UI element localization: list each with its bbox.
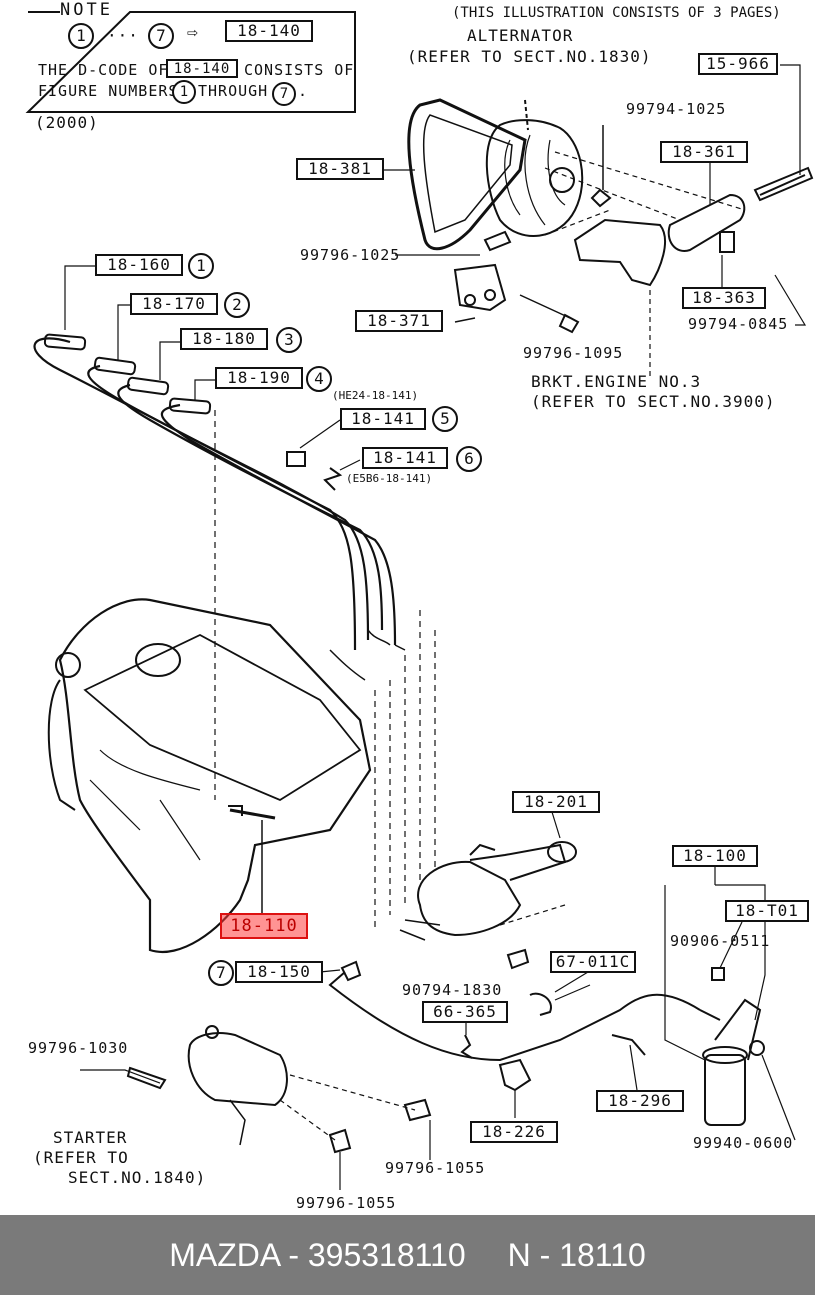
starter-label: STARTER	[53, 1128, 128, 1147]
starter-motor	[187, 1032, 288, 1107]
circle-3: 3	[276, 327, 302, 353]
part-18-226[interactable]: 18-226	[470, 1121, 558, 1143]
circle-7: 7	[208, 960, 234, 986]
parts-diagram: NOTE 1 ··· 7 ⇨ 18-140 THE D-CODE OF 18-1…	[25, 0, 814, 1212]
note-line2-circle-1: 1	[172, 80, 196, 104]
note-circle-1: 1	[68, 23, 94, 49]
circle-2: 2	[224, 292, 250, 318]
note-line2-c: .	[298, 82, 309, 100]
header-note: (THIS ILLUSTRATION CONSISTS OF 3 PAGES)	[452, 5, 781, 21]
engine-block	[58, 598, 372, 953]
part-66-365[interactable]: 66-365	[422, 1001, 508, 1023]
part-18-141-a[interactable]: 18-141	[340, 408, 426, 430]
part-18-296[interactable]: 18-296	[596, 1090, 684, 1112]
bracket-18-361	[667, 193, 746, 252]
spark-plug	[229, 808, 276, 820]
circle-6: 6	[456, 446, 482, 472]
note-frame	[25, 11, 356, 113]
bolt-99796-1055-a: 99796-1055	[385, 1159, 486, 1177]
sub-code-he24: (HE24-18-141)	[332, 389, 419, 402]
starter-ref-1: (REFER TO	[33, 1148, 129, 1167]
part-18-T01[interactable]: 18-T01	[725, 900, 809, 922]
alternator-ref: (REFER TO SECT.NO.1830)	[407, 47, 652, 66]
note-line1-ref: 18-140	[166, 59, 238, 78]
sub-code-e5b6: (E5B6-18-141)	[346, 472, 433, 485]
bolt-99940-0600: 99940-0600	[693, 1134, 794, 1152]
o-ring	[547, 841, 577, 863]
part-18-190[interactable]: 18-190	[215, 367, 303, 389]
circle-1: 1	[188, 253, 214, 279]
bolt-15-966	[753, 166, 814, 202]
note-arrow: ⇨	[187, 22, 199, 43]
note-dots: ···	[107, 26, 139, 45]
part-15-966[interactable]: 15-966	[698, 53, 778, 75]
coil-lead	[328, 971, 701, 1062]
note-ref-box: 18-140	[225, 20, 313, 42]
footer-bar: MAZDA - 395318110 N - 18110	[0, 1215, 815, 1295]
bolt-90794-1830: 90794-1830	[402, 981, 503, 999]
part-18-363[interactable]: 18-363	[682, 287, 766, 309]
bracket-engine-3	[573, 218, 666, 287]
lead-2	[87, 364, 370, 641]
part-18-170[interactable]: 18-170	[130, 293, 218, 315]
bolt-99796-1055-b: 99796-1055	[296, 1194, 397, 1212]
distributor	[417, 860, 522, 937]
note-title: NOTE	[60, 0, 113, 20]
drive-belt	[407, 98, 527, 251]
oil-filler-cap	[135, 643, 181, 677]
part-18-150[interactable]: 18-150	[235, 961, 323, 983]
circle-4: 4	[306, 366, 332, 392]
part-18-180[interactable]: 18-180	[180, 328, 268, 350]
footer-code: N - 18110	[507, 1236, 646, 1273]
bolt-99796-1095: 99796-1095	[523, 344, 624, 362]
bracket-18-371	[453, 263, 507, 312]
lead-4	[160, 403, 397, 646]
note-circle-7: 7	[148, 23, 174, 49]
note-year: (2000)	[35, 113, 99, 132]
part-18-201[interactable]: 18-201	[512, 791, 600, 813]
alternator	[485, 119, 584, 237]
part-18-110-highlighted[interactable]: 18-110	[220, 913, 308, 939]
part-18-381[interactable]: 18-381	[296, 158, 384, 180]
note-line2-circle-7: 7	[272, 82, 296, 106]
bolt-99794-0845: 99794-0845	[688, 315, 789, 333]
bolt-99796-1025: 99796-1025	[300, 246, 401, 264]
note-line1-b: CONSISTS OF	[244, 61, 355, 79]
starter-ref-2: SECT.NO.1840)	[68, 1168, 207, 1187]
note-line2-a: FIGURE NUMBERS	[38, 82, 179, 100]
circle-5: 5	[432, 406, 458, 432]
footer-part-number: MAZDA - 395318110	[169, 1236, 466, 1273]
part-18-100[interactable]: 18-100	[672, 845, 758, 867]
bolt-90906-0511: 90906-0511	[670, 932, 771, 950]
ignition-coil	[704, 1054, 746, 1126]
part-67-011C[interactable]: 67-011C	[550, 951, 636, 973]
bracket-label: BRKT.ENGINE NO.3	[531, 372, 702, 391]
part-18-361[interactable]: 18-361	[660, 141, 748, 163]
diagram-drawing	[25, 11, 814, 1190]
part-18-141-b[interactable]: 18-141	[362, 447, 448, 469]
bracket-ref: (REFER TO SECT.NO.3900)	[531, 392, 776, 411]
alternator-label: ALTERNATOR	[467, 26, 574, 45]
bolt-99794-1025: 99794-1025	[626, 100, 727, 118]
note-line1-a: THE D-CODE OF	[38, 61, 169, 79]
bolt-99796-1030: 99796-1030	[28, 1039, 129, 1057]
part-18-160[interactable]: 18-160	[95, 254, 183, 276]
part-18-371[interactable]: 18-371	[355, 310, 443, 332]
note-line2-b: THROUGH	[198, 82, 269, 100]
